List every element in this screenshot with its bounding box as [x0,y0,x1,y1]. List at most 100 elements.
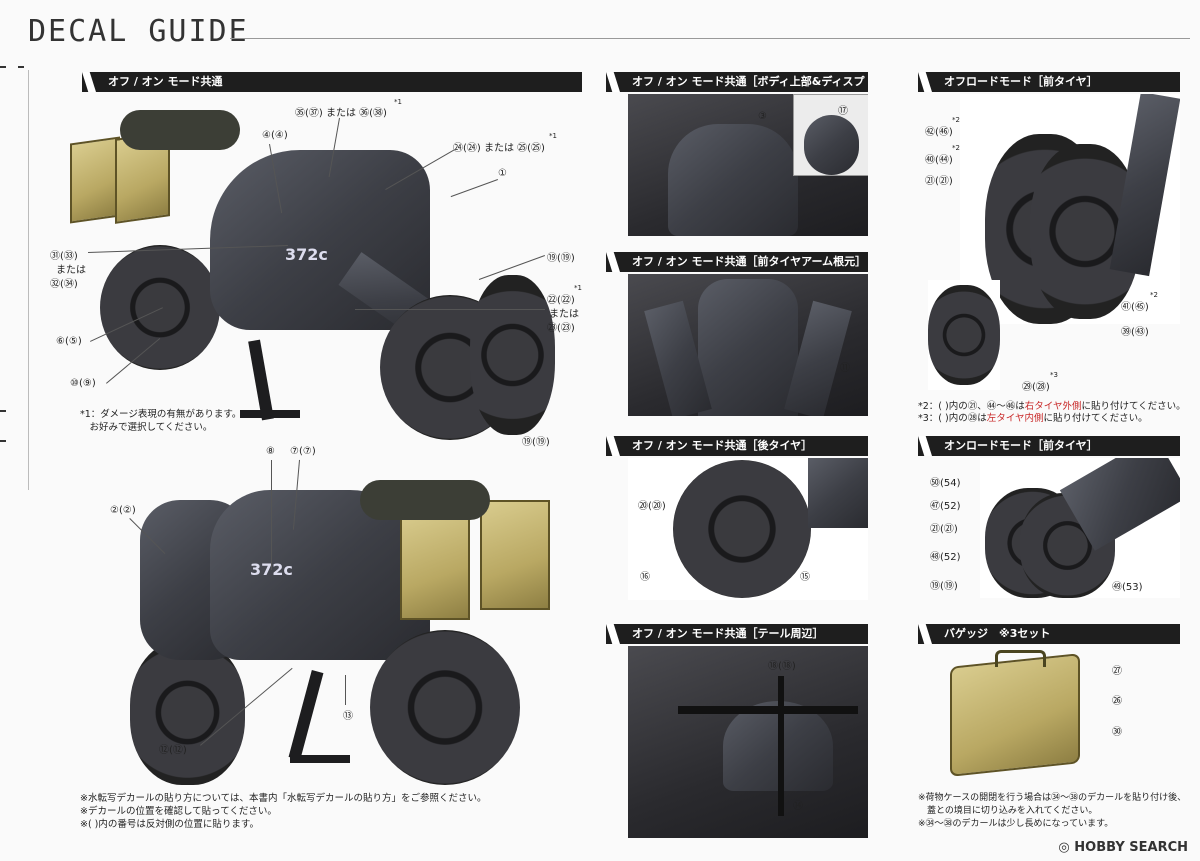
callout-label: ㊾(53) [1112,582,1143,593]
rack-post [778,676,784,816]
kickstand-foot [290,755,350,763]
offroad-inset [928,280,1000,390]
callout-label: ㉛(㉝) [50,251,78,262]
body-display-photo [628,94,868,236]
callout-label: ③ [758,111,767,122]
hobby-search-logo: ◎ HOBBY SEARCH [1058,840,1188,855]
luggage-handle [995,650,1046,667]
callout-label: ⑩(⑨) [70,378,96,389]
callout-note-mark: *1 [394,98,402,106]
rack-bar [678,706,858,714]
leader-line [271,460,272,570]
callout-label: ⑧ [266,446,275,457]
callout-label: ㊴(㊸) [1121,327,1149,338]
offroad-note-2: *3：( )内の㉘は左タイヤ内側に貼り付けてください。 [918,413,1148,424]
front-arm-photo [628,274,868,416]
luggage-case [480,500,550,610]
callout-label: ⑪ [840,363,850,374]
callout-label: ⑰ [838,106,848,117]
bike-illustration-top: 372c [60,100,580,450]
callout-label: ⑬ [343,711,353,722]
section-header-tail: オフ / オン モード共通［テール周辺］ [606,624,868,644]
callout-label: ㉖ [1112,696,1122,707]
callout-label: ㉒(㉒) [547,295,575,306]
bedroll [360,480,490,520]
display-inset [793,94,868,176]
luggage-case [70,136,120,224]
callout-label: ㉑(㉑) [925,176,953,187]
edge-mark [0,410,6,412]
callout-label: ㉔(㉔) または ㉕(㉕) [453,143,545,154]
luggage-case [400,510,470,620]
logo-icon: ◎ [1058,840,1075,855]
rear-tire [370,630,520,785]
callout-label: ⑭ [793,801,803,812]
section-header-offroad: オフロードモード［前タイヤ］ [918,72,1180,92]
bottom-notes: ※水転写デカールの貼り方については、本書内「水転写デカールの貼り方」をご参照くだ… [80,793,487,830]
inner-tire [928,285,1000,385]
title-divider [230,38,1190,39]
edge-mark [0,440,6,442]
callout-note-mark: *3 [1050,371,1058,379]
callout-label: ㉑(㉑) [930,524,958,535]
onroad-photo [980,458,1180,598]
callout-label: ⑯ [640,572,650,583]
edge-mark [18,66,24,68]
display-part [804,115,859,175]
callout-label: ㉚ [1112,727,1122,738]
callout-note-mark: *2 [1150,291,1158,299]
callout-label: ㊶(㊺) [1121,302,1149,313]
callout-label: ④(④) [262,130,288,141]
offroad-note-1: *2：( )内の㉑、㊹〜㊻は右タイヤ外側に貼り付けてください。 [918,401,1186,412]
callout-label: ⑱(⑱) [768,661,796,672]
kickstand-foot [240,410,300,418]
edge-guide [28,70,29,490]
bike-illustration-bottom: 372c [100,470,580,790]
front-tire-right [470,275,555,435]
arm-base [698,279,798,416]
callout-label: ㉗ [1112,666,1122,677]
bedroll [120,110,240,150]
section-header-onroad: オンロードモード［前タイヤ］ [918,436,1180,456]
kickstand [248,339,274,421]
tail-photo [628,646,868,838]
front-tire [130,640,245,785]
callout-label: ⑫(⑫) [159,745,187,756]
leader-line [355,309,545,310]
callout-label: ㊽(52) [930,552,961,563]
callout-label: ㉟(㊲) または ㊱(㊳) [295,108,387,119]
edge-mark [0,66,6,68]
section-header-luggage: バゲッジ ※3セット [918,624,1180,644]
callout-note-mark: *1 [574,284,582,292]
callout-label: ㉙(㉘) [1022,382,1050,393]
callout-label: ⑲(⑲) [522,437,550,448]
callout-label: ⑦(⑦) [290,446,316,457]
rear-tire [673,460,811,598]
callout-label: ㊷(㊻) [925,127,953,138]
callout-label: ⑲(⑲) [930,581,958,592]
section-header-common: オフ / オン モード共通 [82,72,582,92]
callout-label: ㉜(㉞) [50,279,78,290]
section-header-body-display: オフ / オン モード共通［ボディ上部&ディスプレイ］ [606,72,868,108]
page-title: DECAL GUIDE [28,14,249,49]
bike-body [668,124,798,236]
swing-arm [808,458,868,528]
callout-label: ㉓(㉓) [547,323,575,334]
callout-label: ⑥(⑤) [56,336,82,347]
callout-label: ㊿(54) [930,478,961,489]
damage-note: *1：ダメージ表現の有無があります。 お好みで選択してください。 [80,409,242,433]
kickstand [288,669,324,761]
callout-note-mark: *2 [952,144,960,152]
callout-label: ① [498,168,507,179]
callout-label: ㊵(㊹) [925,155,953,166]
callout-label: ⑮ [800,572,810,583]
callout-note-mark: *1 [549,132,557,140]
callout-label: ⑲(⑲) [547,253,575,264]
luggage-case-photo [950,653,1080,777]
plate-decal: 372c [285,245,328,264]
luggage-note: ※荷物ケースの開閉を行う場合は㉞〜㊳のデカールを貼り付け後、 蓋との境目に切り込… [918,793,1187,829]
callout-note-mark: *2 [952,116,960,124]
section-header-front-arm: オフ / オン モード共通［前タイヤアーム根元］ [606,252,868,272]
leader-line [345,675,346,705]
callout-label: ⑳(⑳) [638,501,666,512]
